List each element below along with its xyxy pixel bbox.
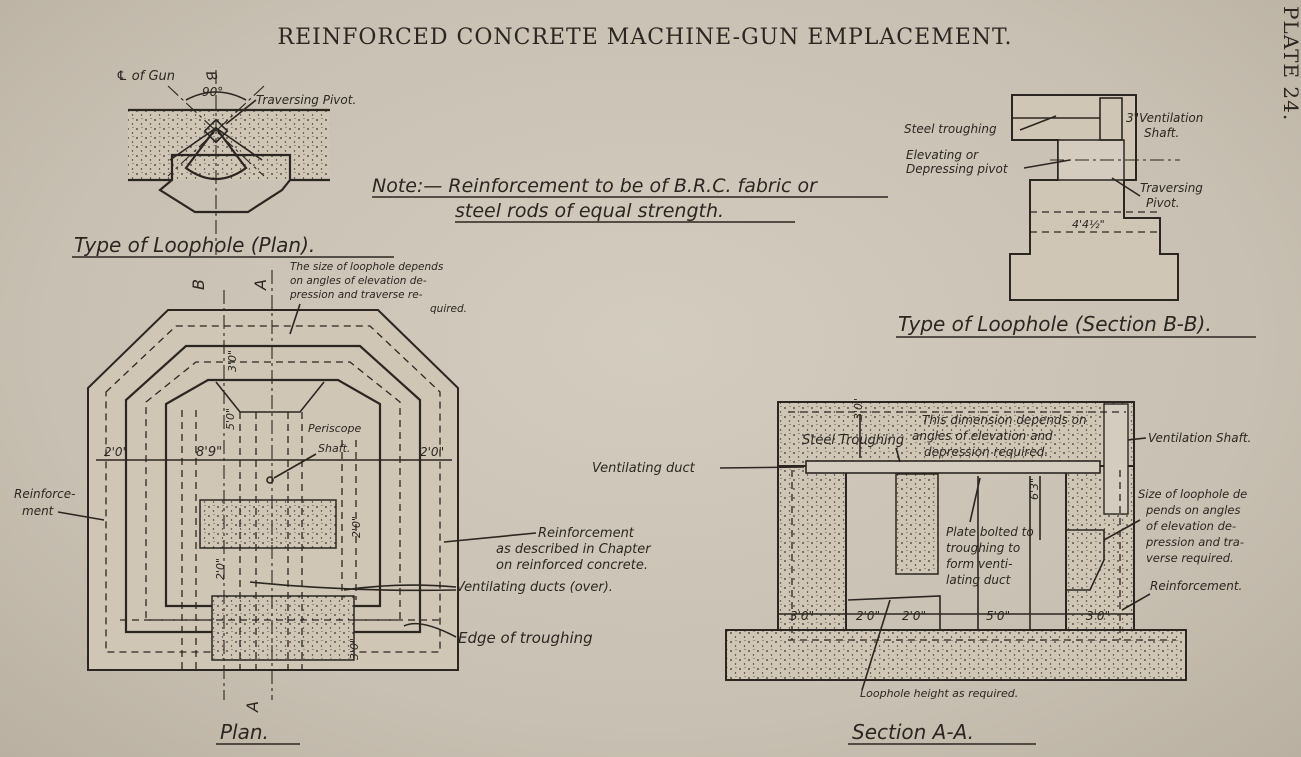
plan-dim-duct2: 2'0" [214,558,227,580]
aa-reinforcement: Reinforcement. [1150,579,1242,593]
section-aa-drawing: 3'0" 6'3" 3'0" 2'0" 2'0" 5'0" 3'0" This … [592,398,1251,745]
traversing-pivot-label: Traversing Pivot. [256,93,356,107]
loophole-plan-caption: Type of Loophole (Plan). [74,233,315,257]
aa-ventilating-duct: Ventilating duct [592,461,696,476]
plan-drawing: A A B 2'0" 8'9" 2'0" 3'0" 5'0" 2'0" 2'0"… [14,261,652,745]
plan-periscope-1: Periscope [308,422,361,435]
plan-dim-width: 8'9" [196,445,222,460]
reinforcement-note: Note:— Reinforcement to be of B.R.C. fab… [372,175,888,223]
bb-traversing-2: Pivot. [1146,196,1180,210]
aa-loophole-size-5: verse required. [1146,551,1234,565]
aa-dim-d2: 2'0" [856,609,880,623]
aa-loophole-height: Loophole height as required. [860,687,1018,700]
aa-ventilation-shaft: Ventilation Shaft. [1148,431,1251,445]
plan-dim-rear: 3'0" [348,638,361,660]
bb-steel-troughing: Steel troughing [904,122,997,136]
plan-dim-left-wall: 2'0" [104,445,128,459]
aa-loophole-size-3: of elevation de- [1146,519,1236,533]
aa-dim-height: 6'3" [1028,478,1041,500]
plan-loophole-note-3: pression and traverse re- [289,289,423,301]
sheet-title: REINFORCED CONCRETE MACHINE-GUN EMPLACEM… [278,25,1013,50]
aa-plate-4: lating duct [946,573,1012,587]
plan-loophole-note-2: on angles of elevation de- [290,275,427,287]
loophole-plan-drawing: ℄ of Gun 90° Traversing Pivot. B Type of… [72,69,394,258]
plan-dim-front: 3'0" [226,350,239,372]
aa-loophole-size-1: Size of loophole de [1138,487,1247,501]
aa-plate-1: Plate bolted to [946,525,1034,539]
plan-loophole-note-1: The size of loophole depends [290,261,444,273]
bb-dimension: 4'4½" [1072,218,1105,231]
aa-dim-d5: 3'0" [1086,609,1110,623]
loophole-section-caption: Type of Loophole (Section B-B). [898,312,1212,336]
plan-loophole-note-4: quired. [430,303,467,315]
aa-steel-troughing: Steel Troughing [802,433,904,448]
plan-reinf-desc-3: on reinforced concrete. [496,558,648,573]
plan-section-a-bottom: A [243,701,262,713]
section-aa-caption: Section A-A. [852,720,974,744]
plan-dim-duct: 2'0" [350,516,363,538]
aa-dim-d3: 2'0" [902,609,926,623]
bb-elevating-2: Depressing pivot [906,162,1009,176]
plate-number: PLATE 24. [1279,6,1301,121]
plan-section-a-top: A [251,279,270,291]
aa-dimension-note-2: angles of elevation and [912,429,1053,443]
aa-dim-roof: 3'0" [852,398,865,420]
loophole-section-drawing: Steel troughing 3"Ventilation Shaft. Ele… [896,94,1256,338]
bb-traversing-1: Traversing [1140,181,1203,195]
aa-dimension-note-3: depression required. [924,445,1048,459]
plan-reinf-desc-1: Reinforcement [538,526,635,541]
plan-section-b: B [189,279,208,290]
plan-reinforcement-2: ment [22,504,55,518]
bb-ventilation-2: Shaft. [1144,126,1179,140]
aa-plate-3: form venti- [946,557,1012,571]
gun-centreline-label: ℄ of Gun [116,69,175,84]
plan-edge-troughing: Edge of troughing [458,629,593,647]
plan-dim-depth: 5'0" [224,408,237,430]
aa-dim-d1: 3'0" [790,609,814,623]
plan-reinforcement-1: Reinforce- [14,487,75,501]
aa-dimension-note-1: This dimension depends on [922,413,1087,427]
plan-periscope-2: Shaft. [318,442,350,455]
section-b-top: B [202,70,219,82]
note-line-1: Note:— Reinforcement to be of B.R.C. fab… [372,175,818,197]
aa-loophole-size-2: pends on angles [1145,503,1241,517]
aa-dim-d4: 5'0" [986,609,1010,623]
note-line-2: steel rods of equal strength. [455,200,724,222]
plan-ventilating-ducts: Ventilating ducts (over). [456,580,613,595]
bb-elevating-1: Elevating or [906,148,979,162]
plan-dim-right-wall: 2'0" [420,445,444,459]
aa-loophole-size-4: pression and tra- [1145,535,1244,549]
angle-label: 90° [202,85,223,99]
bb-ventilation-1: 3"Ventilation [1126,111,1203,125]
plan-reinf-desc-2: as described in Chapter [496,542,652,557]
aa-plate-2: troughing to [946,541,1020,555]
plan-caption: Plan. [220,720,269,744]
